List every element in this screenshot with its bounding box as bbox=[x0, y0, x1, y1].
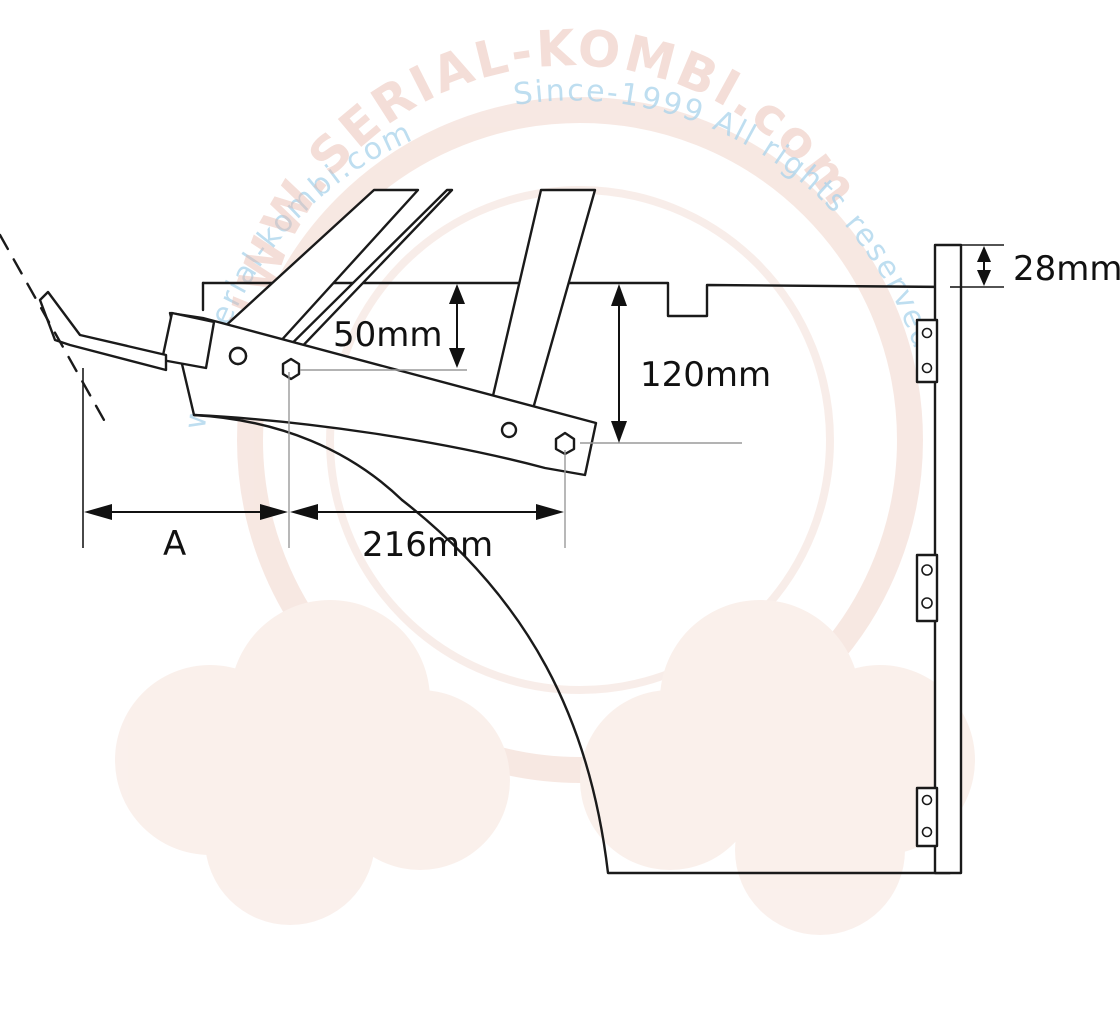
dimension-120mm-label: 120mm bbox=[640, 355, 771, 395]
dimension-28mm-label: 28mm bbox=[1013, 249, 1120, 289]
watermark-flower-right bbox=[580, 600, 975, 935]
lever-mount-block bbox=[160, 311, 216, 370]
left-bracket bbox=[38, 290, 168, 372]
front-flap bbox=[933, 243, 963, 875]
dimension-216mm-label: 216mm bbox=[362, 525, 493, 565]
watermark-flower-left bbox=[115, 600, 510, 925]
lever-underside-curve bbox=[192, 413, 404, 502]
pivot-point-2 bbox=[500, 421, 518, 439]
dimension-120mm: 120mm bbox=[611, 284, 771, 443]
pivot-bolt-2 bbox=[554, 431, 576, 456]
swing-dashed-line bbox=[0, 233, 106, 422]
dimension-a: A bbox=[84, 504, 288, 564]
dimension-28mm: 28mm bbox=[977, 246, 1120, 289]
upper-arm-pin bbox=[228, 346, 248, 366]
dimension-a-label: A bbox=[163, 524, 186, 564]
main-lever-bar bbox=[168, 311, 598, 477]
dimension-50mm: 50mm bbox=[333, 284, 465, 368]
pivot-bolt-1 bbox=[281, 357, 301, 381]
hinge-plate-bottom bbox=[915, 786, 939, 848]
dimension-216mm: 216mm bbox=[290, 504, 564, 565]
dimension-50mm-label: 50mm bbox=[333, 315, 443, 355]
watermark-ring bbox=[237, 97, 923, 783]
upper-arm-right bbox=[483, 188, 597, 432]
hinge-plate-top bbox=[915, 318, 939, 384]
hinge-plate-middle bbox=[915, 553, 939, 623]
